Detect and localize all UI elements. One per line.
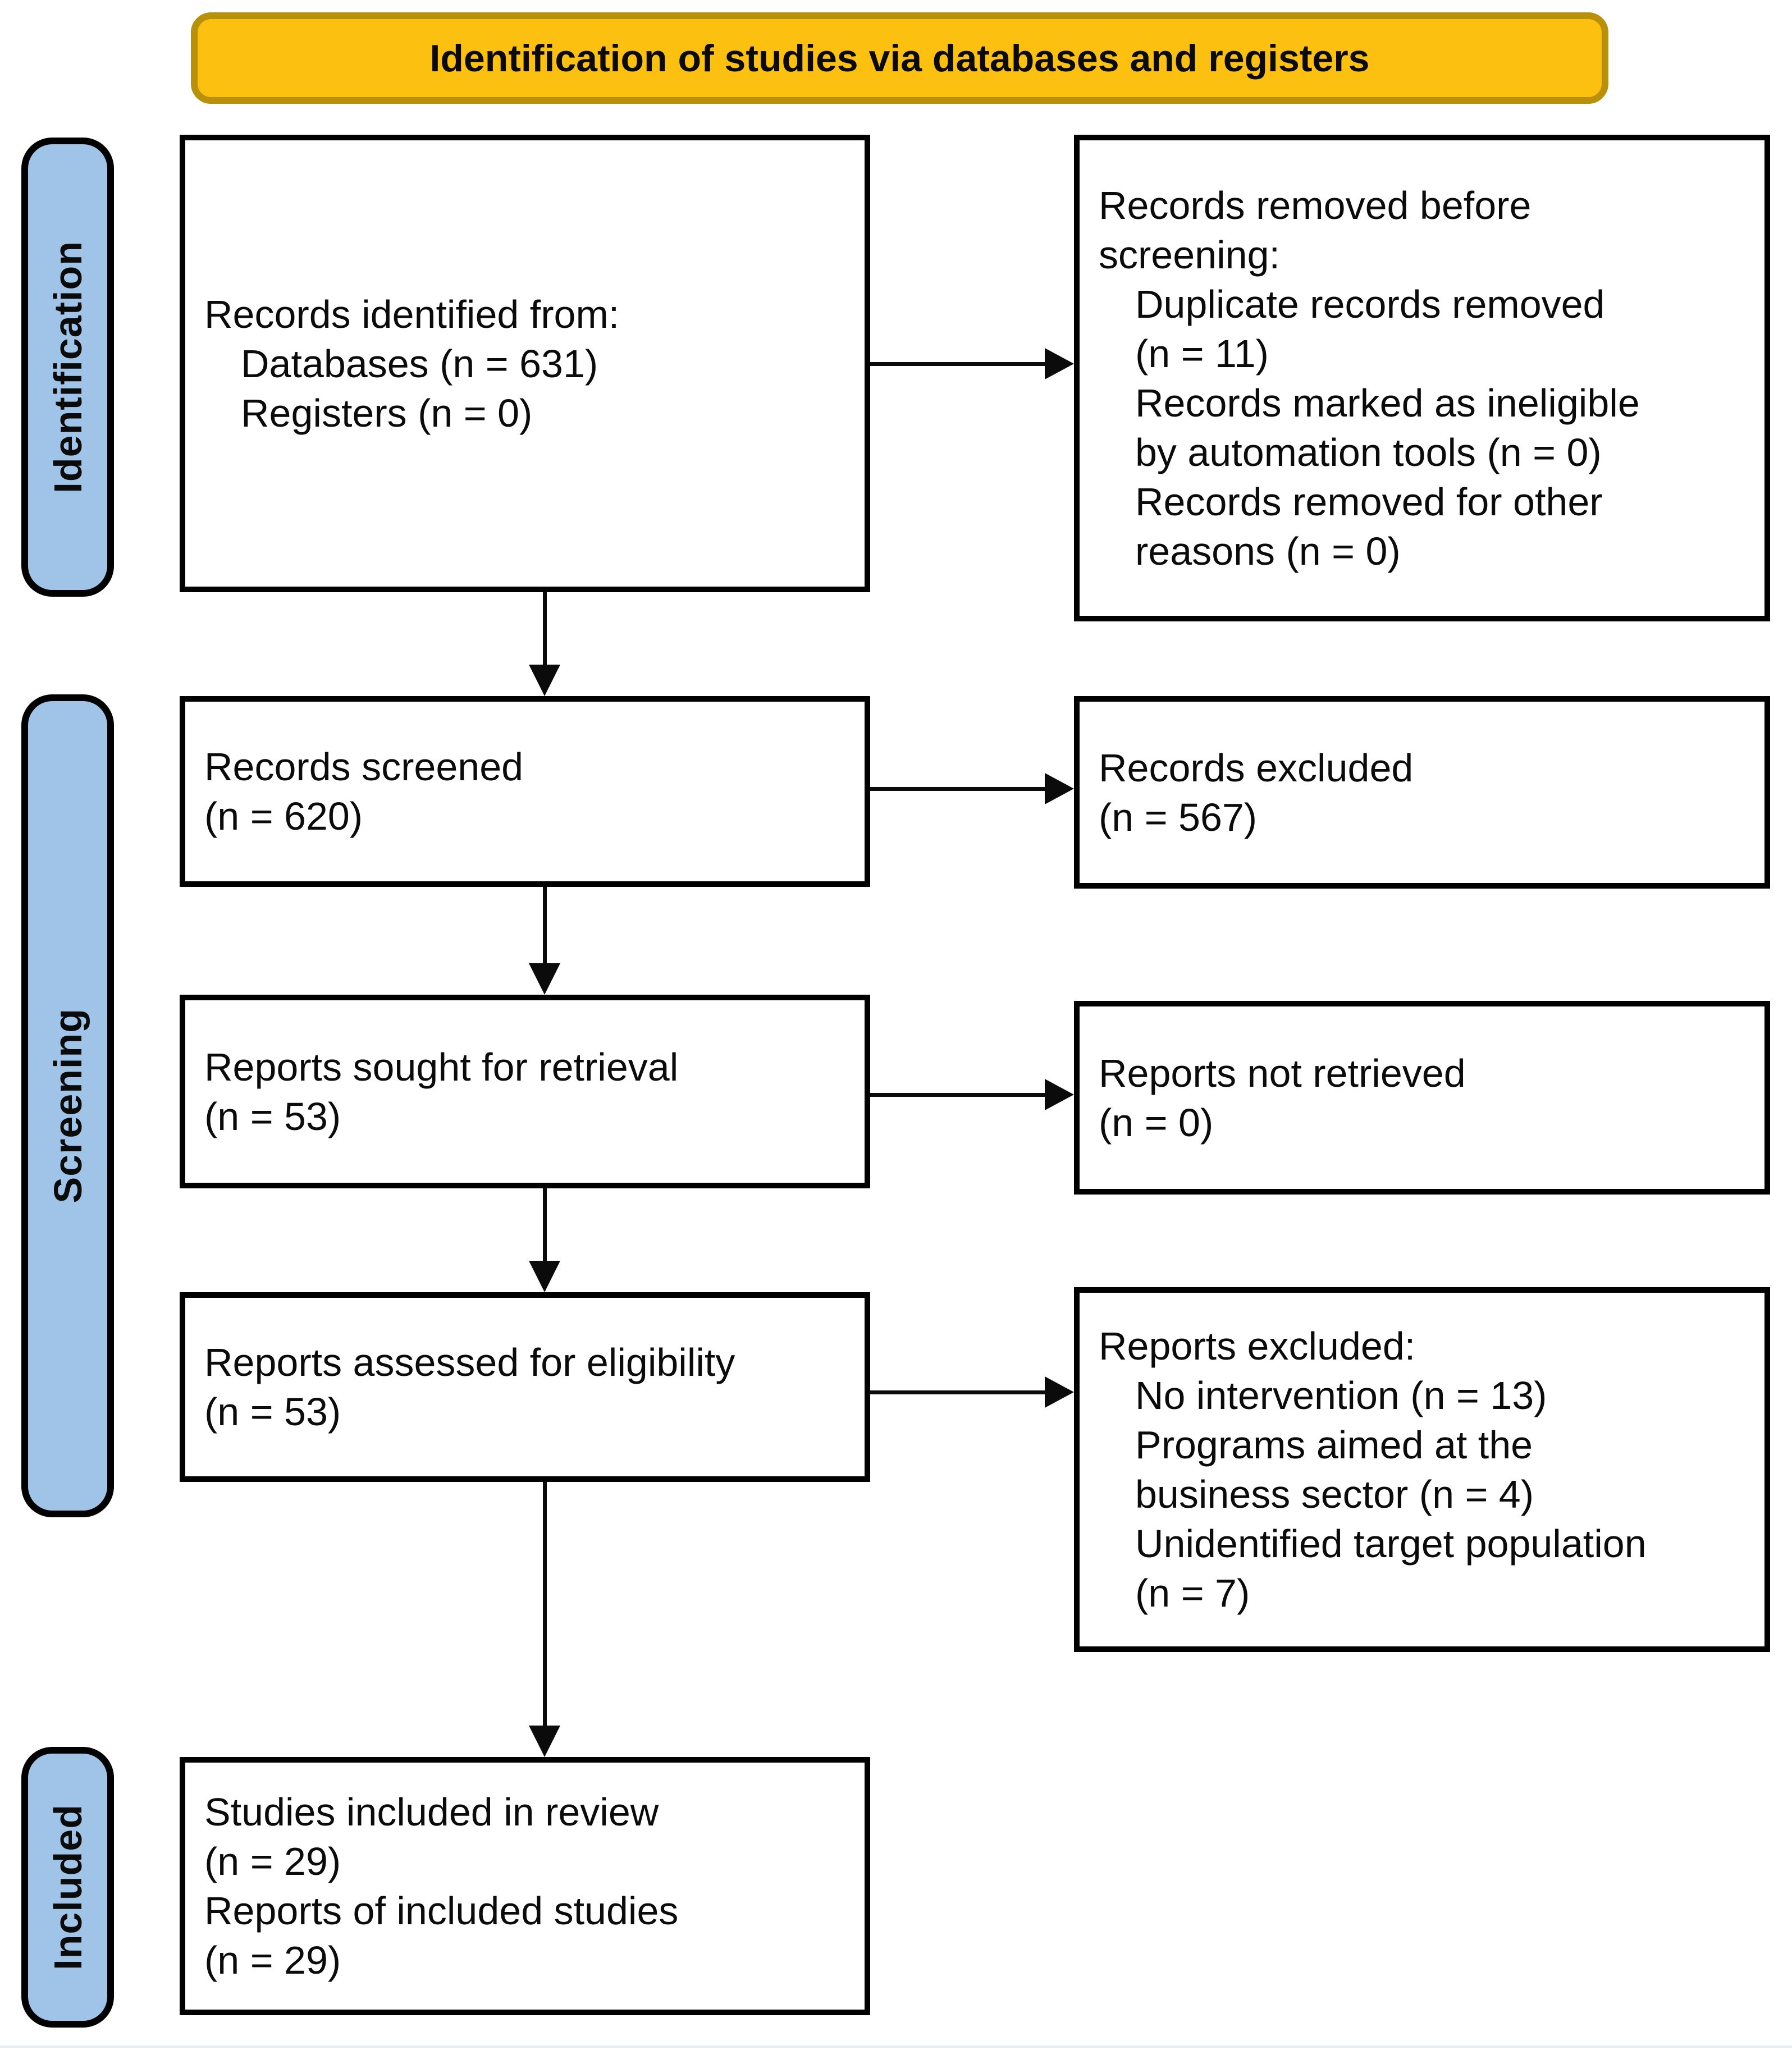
box-line: Records removed for other	[1135, 479, 1603, 524]
box-records-screened: Records screened (n = 620)	[180, 696, 870, 887]
stage-identification-text: Identification	[45, 241, 90, 493]
banner-label: Identification of studies via databases …	[429, 36, 1370, 80]
box-line: Records screened	[204, 745, 524, 789]
stage-label-included: Included	[21, 1747, 114, 2028]
box-records-removed-before-screening: Records removed before screening: Duplic…	[1074, 135, 1770, 621]
box-line: No intervention (n = 13)	[1135, 1374, 1547, 1417]
box-line: (n = 7)	[1135, 1571, 1250, 1615]
box-line: Reports of included studies	[204, 1889, 679, 1933]
box-line: Reports sought for retrieval	[204, 1045, 679, 1089]
arrow-assessed-to-included	[543, 1482, 547, 1728]
box-line: (n = 620)	[204, 794, 363, 838]
arrowhead-right-icon	[1045, 348, 1074, 379]
arrow-sought-to-assessed	[543, 1188, 547, 1262]
arrow-identified-to-removed	[870, 362, 1049, 366]
arrow-screened-to-sought	[543, 887, 547, 965]
stage-label-identification: Identification	[21, 138, 114, 597]
box-line: (n = 567)	[1099, 795, 1258, 839]
box-line: Records removed before	[1099, 183, 1532, 227]
box-line: (n = 29)	[204, 1839, 341, 1883]
banner-identification-via-databases: Identification of studies via databases …	[191, 12, 1608, 104]
arrowhead-right-icon	[1045, 773, 1074, 804]
arrow-sought-to-not-retrieved	[870, 1093, 1049, 1097]
arrowhead-right-icon	[1045, 1376, 1074, 1408]
box-line: Studies included in review	[204, 1790, 659, 1834]
box-reports-excluded-with-reasons: Reports excluded: No intervention (n = 1…	[1074, 1287, 1770, 1652]
box-line: by automation tools (n = 0)	[1135, 430, 1602, 474]
box-line: Records identified from:	[204, 292, 620, 336]
box-line: Databases (n = 631)	[241, 341, 598, 386]
box-line: (n = 29)	[204, 1938, 341, 1982]
box-line: (n = 53)	[204, 1390, 341, 1434]
box-line: Unidentified target population	[1135, 1522, 1647, 1566]
arrow-identified-to-screened	[543, 592, 547, 666]
page-bottom-rule	[0, 2046, 1792, 2048]
box-reports-not-retrieved: Reports not retrieved (n = 0)	[1074, 1001, 1770, 1195]
box-records-excluded: Records excluded (n = 567)	[1074, 696, 1770, 889]
arrowhead-down-icon	[529, 963, 560, 995]
box-line: Registers (n = 0)	[241, 391, 533, 435]
arrowhead-right-icon	[1045, 1079, 1074, 1110]
box-line: reasons (n = 0)	[1135, 529, 1401, 573]
stage-label-screening: Screening	[21, 694, 114, 1517]
box-reports-assessed-for-eligibility: Reports assessed for eligibility (n = 53…	[180, 1292, 870, 1482]
box-line: (n = 53)	[204, 1094, 341, 1138]
box-studies-included-in-review: Studies included in review (n = 29) Repo…	[180, 1757, 870, 2015]
arrow-assessed-to-reports-excluded	[870, 1390, 1049, 1394]
box-line: Records excluded	[1099, 745, 1414, 790]
box-line: Records marked as ineligible	[1135, 381, 1640, 425]
box-line: (n = 0)	[1099, 1100, 1214, 1145]
box-line: Duplicate records removed	[1135, 282, 1605, 326]
stage-included-text: Included	[45, 1804, 90, 1970]
box-line: Reports assessed for eligibility	[204, 1340, 735, 1384]
box-line: business sector (n = 4)	[1135, 1472, 1534, 1516]
box-line: Reports excluded:	[1099, 1324, 1416, 1368]
box-line: Reports not retrieved	[1099, 1051, 1466, 1095]
box-line: screening:	[1099, 232, 1280, 277]
arrowhead-down-icon	[529, 1726, 560, 1757]
stage-screening-text: Screening	[45, 1008, 90, 1204]
box-line: (n = 11)	[1135, 331, 1269, 376]
box-records-identified: Records identified from: Databases (n = …	[180, 135, 870, 592]
box-reports-sought-for-retrieval: Reports sought for retrieval (n = 53)	[180, 995, 870, 1188]
box-line: Programs aimed at the	[1135, 1423, 1533, 1467]
arrowhead-down-icon	[529, 665, 560, 696]
arrow-screened-to-excluded	[870, 787, 1049, 791]
arrowhead-down-icon	[529, 1261, 560, 1292]
